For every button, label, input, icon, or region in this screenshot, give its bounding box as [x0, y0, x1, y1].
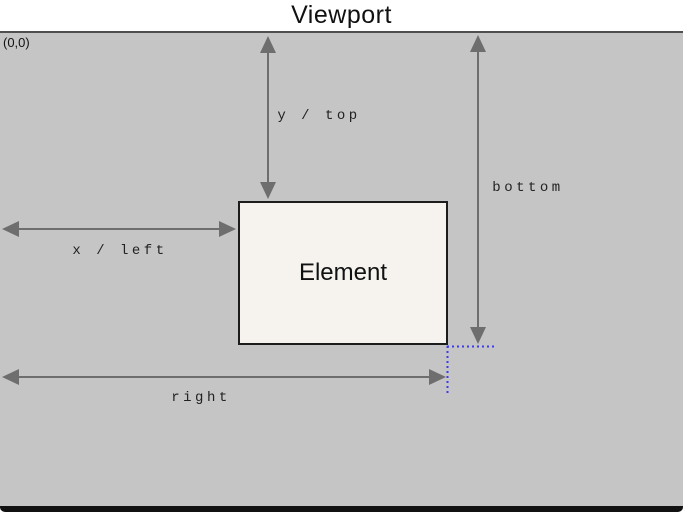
y-top-label: y / top — [277, 108, 361, 124]
element-label: Element — [298, 259, 388, 286]
x-left-label: x / left — [72, 243, 168, 259]
origin-label: (0,0) — [3, 35, 30, 50]
element-box: Element — [238, 201, 448, 345]
bottom-label: bottom — [492, 180, 564, 196]
diagram-title: Viewport — [291, 1, 392, 29]
right-label: right — [171, 390, 231, 406]
